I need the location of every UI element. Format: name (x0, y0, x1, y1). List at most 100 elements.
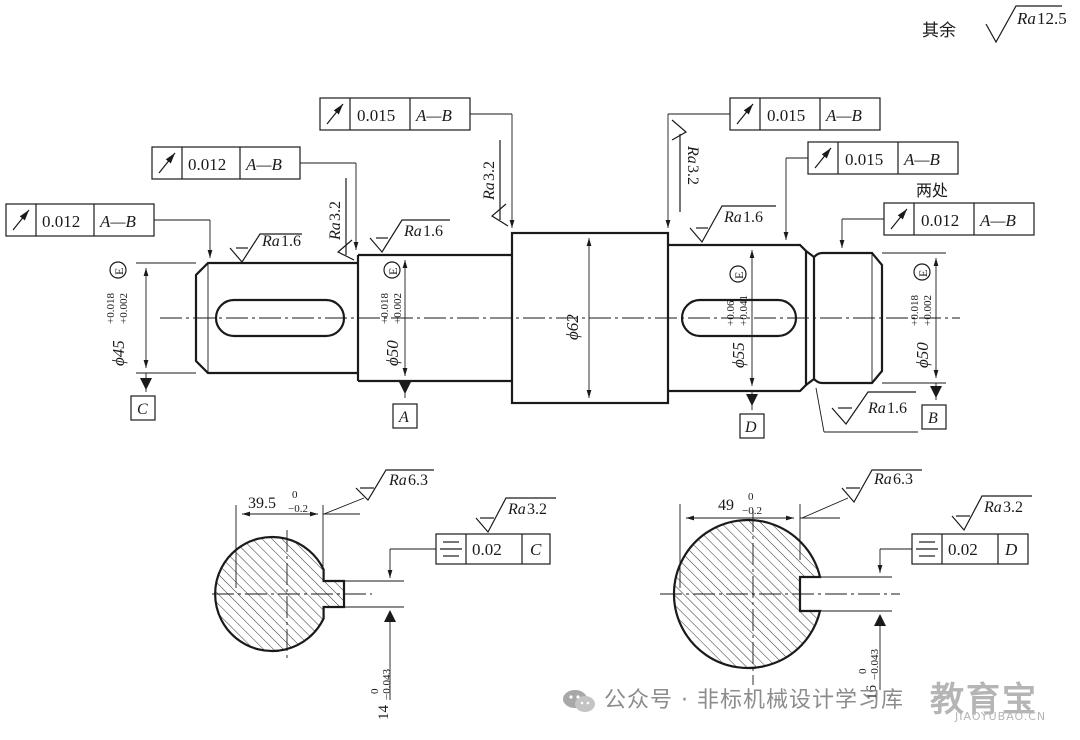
svg-text:1.6: 1.6 (887, 400, 907, 417)
roughness-ra16-d55: Ra 1.6 (689, 205, 776, 244)
svg-text:16: 16 (864, 685, 880, 701)
dim-d50-b: ϕ50 +0.018 +0.002 E B (882, 252, 947, 430)
svg-text:0: 0 (748, 491, 754, 503)
sym-d-datum: D (1004, 540, 1018, 559)
svg-text:Ra: Ra (403, 223, 422, 240)
d55-lower: +0.041 (738, 295, 750, 326)
svg-text:−0.043: −0.043 (869, 649, 881, 680)
svg-text:Ra: Ra (873, 471, 892, 488)
fcf-runout-4: 0.015 A—B (783, 141, 959, 240)
section-d45 (194, 261, 358, 375)
roughness-symbol-icon (369, 219, 450, 254)
svg-text:0: 0 (292, 489, 298, 501)
fcf2-tol: 0.015 (767, 106, 805, 125)
d50b-envelope: E (916, 270, 930, 277)
datum-d: D (744, 419, 757, 436)
svg-text:1.6: 1.6 (423, 223, 443, 240)
dim-d50-a: ϕ50 +0.018 +0.002 E A (379, 260, 418, 429)
site-logo-sub: JIAOYUBAO.CN (955, 710, 1047, 723)
shaft-outline (160, 231, 960, 405)
roughness-symbol-icon (841, 469, 922, 504)
svg-text:14: 14 (376, 705, 392, 721)
wechat-icon (563, 690, 595, 712)
roughness-symbol-icon (336, 239, 355, 261)
svg-text:3.2: 3.2 (327, 201, 344, 221)
general-ra: Ra (1016, 9, 1036, 28)
svg-text:3.2: 3.2 (527, 501, 547, 518)
fcf2-datum: A—B (825, 106, 863, 125)
svg-text:Ra: Ra (481, 182, 498, 201)
d45-envelope: E (112, 268, 126, 275)
fcf-runout-6: 两处 0.012 A—B (839, 181, 1035, 248)
dim-d55: ϕ55 +0.06 +0.041 E D (725, 250, 765, 439)
symmetry-icon (916, 541, 938, 557)
general-roughness-label: 其余 (922, 21, 956, 41)
svg-text:Ra: Ra (507, 501, 526, 518)
roughness-ra16-d50a: Ra 1.6 (369, 219, 450, 254)
d45-lower: +0.002 (118, 293, 130, 324)
roughness-ra32-step-left: Ra 3.2 (327, 178, 355, 261)
fcf3-datum: A—B (245, 155, 283, 174)
sl-dim: 39.5 (248, 495, 276, 512)
roughness-ra16-groove: Ra 1.6 (815, 387, 918, 433)
fcf6-tol: 0.012 (921, 211, 959, 230)
fcf5-datum: A—B (99, 212, 137, 231)
general-ra-value: 12.5 (1037, 9, 1067, 28)
dim-d45: ϕ45 +0.018 +0.002 E C (105, 261, 196, 421)
fcf-runout-3: 0.012 A—B (151, 146, 359, 250)
runout-arrow-icon (158, 152, 176, 174)
svg-text:0: 0 (369, 688, 381, 694)
d45-phi: ϕ45 (109, 340, 128, 366)
svg-text:Ra: Ra (684, 145, 701, 164)
fcf5-tol: 0.012 (42, 212, 80, 231)
fcf1-tol: 0.015 (357, 106, 395, 125)
roughness-symbol-icon (490, 203, 509, 227)
d50b-lower: +0.002 (922, 295, 934, 326)
fcf-runout-5: 0.012 A—B (5, 203, 213, 258)
section-view-left: 39.5 0 −0.2 Ra 6.3 Ra 3.2 0.02 C 14 (212, 469, 556, 721)
svg-text:Ra: Ra (327, 222, 344, 241)
svg-text:1.6: 1.6 (743, 209, 763, 226)
svg-text:1.6: 1.6 (281, 233, 301, 250)
keyway-left (214, 298, 346, 338)
sym-c-tol: 0.02 (472, 540, 502, 559)
symmetry-icon (440, 541, 462, 557)
svg-text:Ra: Ra (867, 400, 886, 417)
collar-d62 (510, 231, 670, 405)
d45-upper: +0.018 (105, 293, 117, 324)
d50a-phi: ϕ50 (383, 340, 402, 366)
fcf-runout-1: 0.015 A—B (319, 97, 515, 228)
datum-c: C (137, 401, 148, 418)
sym-d-tol: 0.02 (948, 540, 978, 559)
svg-text:6.3: 6.3 (408, 472, 428, 489)
d55-phi: ϕ55 (729, 342, 748, 368)
d55-upper: +0.06 (725, 300, 737, 326)
section-d50-b (813, 251, 884, 385)
d50b-phi: ϕ50 (913, 342, 932, 368)
roughness-symbol-icon (689, 205, 776, 244)
site-logo: 教育宝 (930, 680, 1038, 720)
watermark: 公众号 · 非标机械设计学习库 (562, 682, 904, 714)
runout-arrow-icon (814, 147, 832, 169)
datum-b: B (928, 410, 938, 427)
section-d55 (668, 243, 808, 393)
svg-text:3.2: 3.2 (1003, 499, 1023, 516)
roughness-symbol-icon (355, 469, 434, 501)
svg-text:3.2: 3.2 (481, 161, 498, 181)
general-roughness-note: 其余 Ra 12.5 (922, 5, 1067, 44)
fcf-runout-2: 0.015 A—B (665, 97, 881, 228)
two-places-note: 两处 (916, 181, 948, 200)
runout-arrow-icon (736, 103, 754, 125)
svg-text:Ra: Ra (388, 472, 407, 489)
d55-envelope: E (732, 272, 746, 279)
d50a-lower: +0.002 (392, 293, 404, 324)
roughness-symbol-icon (831, 391, 916, 425)
section-d50-a (356, 253, 512, 383)
roughness-ra32-collar-left: Ra 3.2 (481, 140, 509, 227)
runout-arrow-icon (326, 103, 344, 125)
svg-text:Ra: Ra (261, 233, 280, 250)
roughness-ra32-collar-right: Ra 3.2 (671, 119, 701, 212)
keyway-right (680, 298, 798, 338)
fcf1-datum: A—B (415, 106, 453, 125)
d50b-upper: +0.018 (909, 295, 921, 326)
